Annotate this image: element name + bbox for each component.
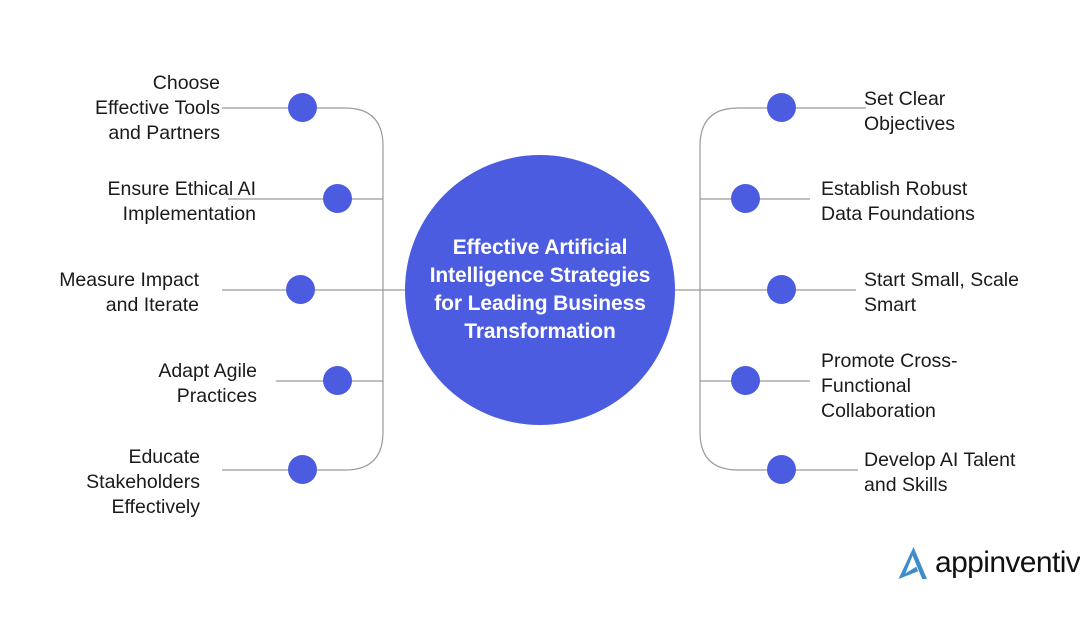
left-node-dot-5[interactable]	[288, 455, 317, 484]
left-node-label-2: Ensure Ethical AI Implementation	[107, 178, 257, 225]
right-node-label-5: Develop AI Talent and Skills	[864, 449, 1016, 496]
right-node-label-2: Establish Robust Data Foundations	[821, 178, 975, 225]
right-node-dot-5[interactable]	[767, 455, 796, 484]
left-node-label-1: Choose Effective Tools and Partners	[94, 72, 220, 144]
appinventiv-a-mark	[898, 547, 927, 579]
appinventiv-wordmark: appinventiv	[935, 546, 1080, 579]
right-node-dot-3[interactable]	[767, 275, 796, 304]
appinventiv-logo[interactable]: appinventiv	[893, 543, 1080, 583]
left-node-dot-1[interactable]	[288, 93, 317, 122]
right-node-label-1: Set Clear Objectives	[864, 88, 956, 135]
center-hub: Effective Artificial Intelligence Strate…	[405, 155, 675, 425]
right-node-dot-1[interactable]	[767, 93, 796, 122]
center-hub-title: Effective Artificial Intelligence Strate…	[429, 236, 651, 343]
left-node-dot-4[interactable]	[323, 366, 352, 395]
right-node-dot-4[interactable]	[731, 366, 760, 395]
left-node-label-3: Measure Impact and Iterate	[59, 269, 199, 316]
right-node-label-3: Start Small, Scale Smart	[864, 269, 1019, 316]
left-node-label-4: Adapt Agile Practices	[158, 360, 257, 407]
right-node-label-4: Promote Cross- Functional Collaboration	[821, 350, 958, 422]
left-node-dot-3[interactable]	[286, 275, 315, 304]
left-node-label-5: Educate Stakeholders Effectively	[86, 446, 200, 518]
left-node-dot-2[interactable]	[323, 184, 352, 213]
right-node-dot-2[interactable]	[731, 184, 760, 213]
